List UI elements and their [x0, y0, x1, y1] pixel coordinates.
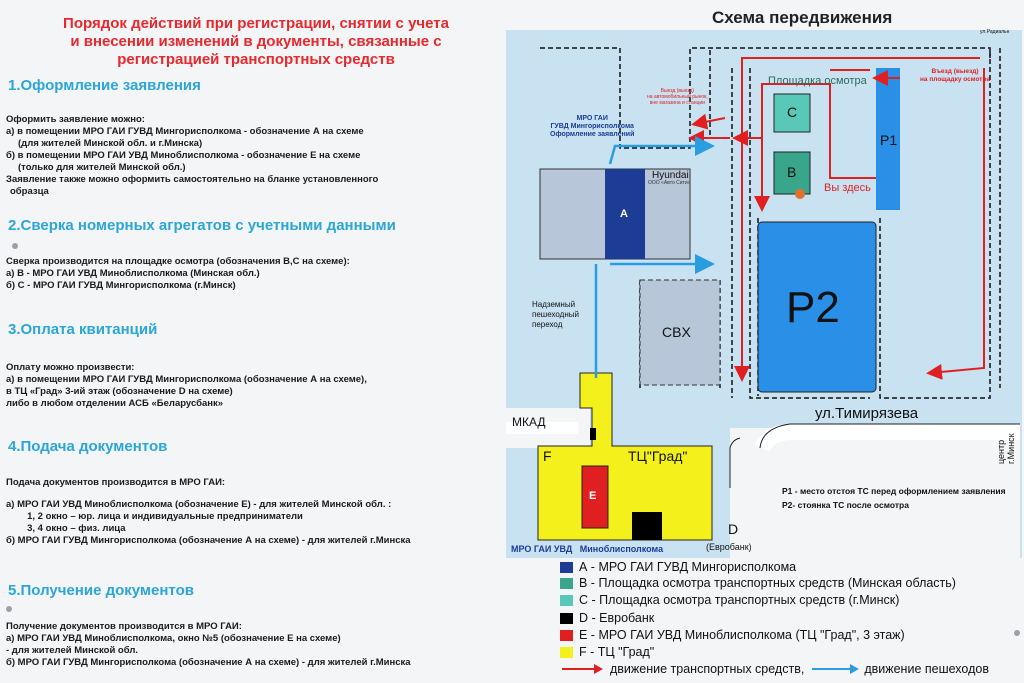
main-title: Порядок действий при регистрации, снятии…	[63, 15, 449, 68]
label-a: A	[620, 208, 628, 220]
section-body: Оформить заявление можно: а) в помещении…	[6, 114, 379, 197]
label-corner: ул.Радиальн	[980, 29, 1010, 35]
section-body: Сверка производится на площадке осмотра …	[6, 256, 350, 291]
area-c	[773, 93, 811, 133]
pedestrian-arrows	[594, 136, 715, 378]
label-mkad: МКАД	[512, 415, 546, 429]
label-ploshadka: Площадка осмотра	[768, 75, 867, 87]
label-c: C	[787, 104, 798, 120]
blue-arrow-icon	[812, 664, 860, 674]
scheme-map	[506, 30, 1022, 558]
building-d	[632, 512, 662, 540]
pin-icon	[1014, 630, 1020, 636]
label-vyezd: Въезд (выезд) на площадку осмотра	[920, 68, 991, 83]
legend-arrows: движение транспортных средств, движение …	[560, 661, 989, 677]
pin-icon	[12, 243, 18, 249]
swatch-b	[560, 577, 573, 589]
legend-item-b: В - Площадка осмотра транспортных средст…	[560, 575, 956, 591]
label-b: B	[787, 164, 797, 180]
scheme-title: Схема передвижения	[712, 8, 893, 27]
building-svh	[639, 279, 721, 386]
red-arrow-icon	[562, 664, 603, 674]
note-p1: Р1 - место отстоя ТС перед оформлением з…	[782, 486, 1006, 496]
road-area	[730, 428, 1020, 558]
label-mro-uvd: МРО ГАИ УВД Миноблисполкома	[511, 544, 664, 554]
road-timiryazeva	[754, 424, 1020, 453]
legend-item-f: F - ТЦ "Град"	[560, 644, 654, 660]
building-a	[605, 169, 645, 259]
parking-p1	[876, 68, 900, 210]
label-f: F	[543, 448, 552, 464]
legend-item-e: E - МРО ГАИ УВД Миноблисполкома (ТЦ "Гра…	[560, 627, 905, 643]
section-body: Подача документов производится в МРО ГАИ…	[6, 477, 411, 546]
door-marker	[590, 428, 596, 440]
label-p2: P2	[786, 283, 840, 332]
section-heading: 5.Получение документов	[8, 582, 194, 599]
label-mro-gai: МРО ГАИ ГУВД Мингорисполкома Оформление …	[550, 115, 635, 138]
swatch-f	[560, 646, 573, 658]
pin-icon	[6, 606, 12, 612]
label-d: D	[728, 521, 739, 537]
vehicle-arrows	[688, 57, 985, 382]
you-are-here-marker	[795, 189, 805, 199]
section-heading: 3.Оплата квитанций	[8, 321, 158, 338]
legend-item-c: С - Площадка осмотра транспортных средст…	[560, 592, 899, 608]
swatch-d	[560, 612, 573, 624]
section-heading: 1.Оформление заявления	[8, 77, 201, 94]
section-body: Оплату можно произвести: а) в помещении …	[6, 362, 367, 409]
swatch-c	[560, 594, 573, 606]
label-hyundai: Hyundai	[652, 170, 689, 181]
legend-item-a: А - МРО ГАИ ГУВД Мингорисполкома	[560, 559, 796, 575]
label-timiryazeva: ул.Тимирязева	[815, 405, 919, 422]
label-svh: CBX	[662, 324, 691, 340]
label-center: центр г.Минск	[996, 433, 1016, 464]
legend-item-d: D - Евробанк	[560, 610, 654, 626]
section-body: Получение документов производится в МРО …	[6, 621, 411, 668]
section-heading: 4.Подача документов	[8, 438, 168, 455]
swatch-e	[560, 629, 573, 641]
label-tc-grad: ТЦ"Град"	[628, 448, 688, 464]
label-vyezd2: Выезд (выезд) на автомобильный рынок, вн…	[647, 88, 708, 106]
parking-p2	[757, 221, 877, 393]
swatch-a	[560, 561, 573, 573]
label-e: E	[589, 490, 597, 502]
section-heading: 2.Сверка номерных агрегатов с учетными д…	[8, 217, 396, 234]
label-evrobank: (Евробанк)	[706, 542, 752, 552]
road-edge	[729, 437, 741, 488]
label-you-are-here: Вы здесь	[824, 182, 871, 194]
area-b	[773, 151, 811, 195]
building-e	[581, 465, 609, 529]
label-p1: P1	[880, 132, 898, 148]
note-p2: Р2- стоянка ТС после осмотра	[782, 500, 909, 510]
road-edge	[759, 423, 1020, 449]
label-hyundai-sub: ООО «Авто Сити»	[648, 180, 691, 186]
label-perehod: Надземный пешеходный переход	[532, 300, 579, 329]
